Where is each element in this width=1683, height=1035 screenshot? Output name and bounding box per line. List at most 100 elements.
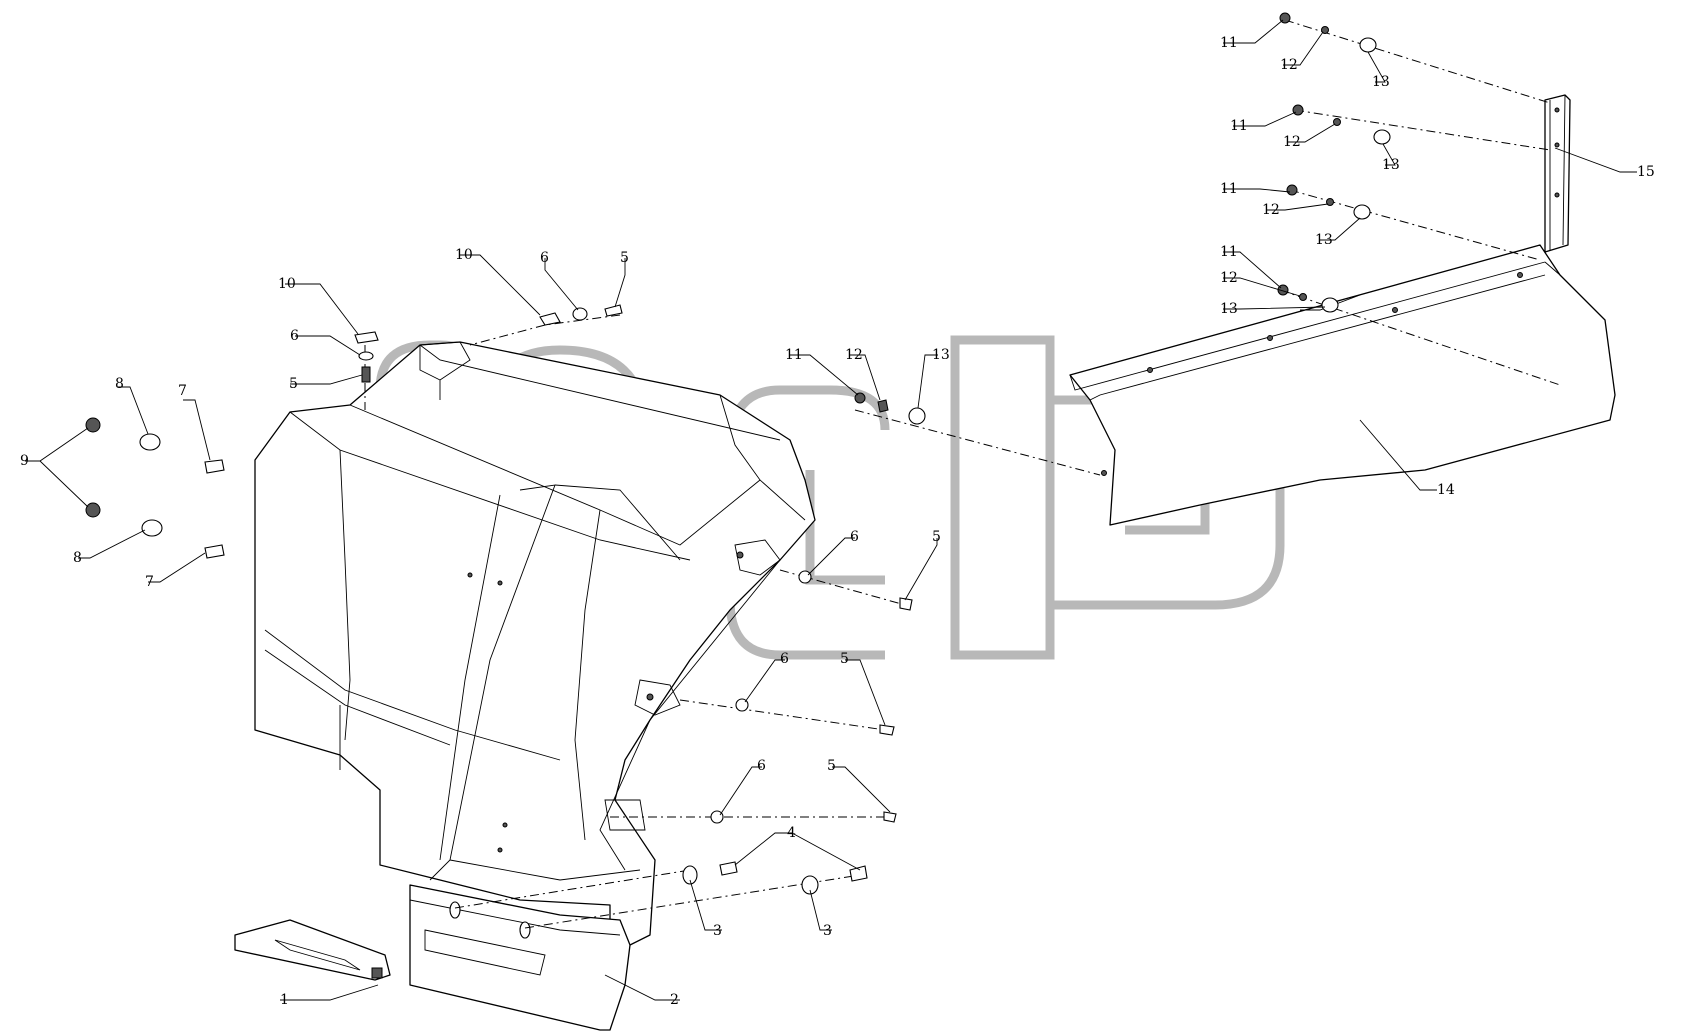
lockwasher-12-center [877,399,889,413]
leader-11e [1223,251,1282,289]
washer-13-strut-3 [1353,204,1371,220]
callout-3b: 3 [823,923,832,939]
washer-6-top-left [358,351,374,361]
leader-13c [1382,143,1396,166]
clip-10-center [539,312,561,326]
leader-lines [25,19,1637,1001]
lockwasher-12-strut-3 [1326,198,1334,206]
washer-13-strut-1 [1359,37,1377,53]
body-panel-rib-center [429,484,556,881]
leader-13e [1223,306,1326,310]
callout-6b: 6 [540,250,549,266]
panel-hole-1 [467,572,473,578]
callout-1: 1 [280,992,289,1008]
callout-12b: 12 [1280,57,1298,73]
callout-13e: 13 [1220,301,1238,317]
washer-13-strut-2 [1373,129,1391,145]
lockwasher-12-strut-1 [1321,26,1329,34]
body-panel-crease [264,629,561,770]
fender-panel-outline [1069,244,1616,526]
leader-5c [904,538,938,601]
nut-9-upper [85,417,101,433]
leader-6a [295,335,361,356]
bolt-5-top-left [361,366,371,383]
callout-9: 9 [20,453,29,469]
leader-13a [917,354,938,409]
leader-5a [290,374,363,385]
callout-12a: 12 [845,347,863,363]
washer-6-side-upper [798,570,812,584]
nut-11-strut-2 [1292,104,1304,116]
fender-hole-1 [1147,367,1153,373]
inner-panel-line [449,484,681,881]
callout-5d: 5 [840,651,849,667]
side-bracket-middle [634,679,681,716]
callout-5b: 5 [620,250,629,266]
leader-6e [719,766,762,816]
leader-1 [280,984,379,1001]
nut-11-center [854,392,866,404]
leader-15 [1554,147,1637,173]
callout-13d: 13 [1315,232,1333,248]
leader-12e [1223,277,1301,297]
body-panel-assembly [254,341,816,946]
leader-7a [183,399,211,461]
callout-5a: 5 [289,376,298,392]
leader-5e [832,766,891,813]
washer-13-center [908,407,926,425]
step-box-slot-2 [519,921,531,939]
assembly-lines [364,19,1561,929]
callout-11a: 11 [785,347,803,363]
callout-11e: 11 [1220,244,1238,260]
lower-step-box [409,884,631,1031]
leader-10b [460,254,541,316]
leader-10a [285,283,359,335]
axis-side-bracket-middle [679,699,886,731]
bolt-7-lower [204,544,225,559]
bolt-4-right [849,865,868,882]
leader-3b [809,889,832,931]
leader-12c [1288,123,1336,143]
callout-13b: 13 [1372,74,1390,90]
callout-11c: 11 [1230,118,1248,134]
leader-14 [1359,419,1437,491]
panel-hole-5 [736,551,744,559]
callout-8b: 8 [73,550,82,566]
top-bracket [419,341,471,400]
callout-6d: 6 [780,651,789,667]
callout-6a: 6 [290,328,299,344]
leader-8a [118,386,149,435]
leader-6b [544,258,579,311]
washer-3-right [801,875,819,895]
leader-8b [78,529,146,559]
leader-13d [1320,217,1361,241]
callout-15: 15 [1637,164,1655,180]
leader-4 [734,832,861,871]
callout-8a: 8 [115,376,124,392]
axis-lower-bolt-1 [454,869,691,909]
leader-12b [1283,31,1324,66]
axis-strut-top [1284,19,1551,104]
panel-hole-6 [646,693,654,701]
callout-6e: 6 [757,758,766,774]
leader-9 [25,427,89,508]
callout-14: 14 [1437,482,1455,498]
washer-3-left [682,865,698,885]
washer-6-side-lower [710,810,724,824]
callout-12e: 12 [1220,270,1238,286]
hardware [85,12,1391,895]
nut-11-strut-3 [1286,184,1298,196]
washer-6-top-center [572,307,588,321]
washer-8-upper [139,433,161,451]
vertical-strut [1544,94,1571,253]
step-box-slot-1 [449,901,461,919]
side-bracket-lower [604,799,646,831]
lockwasher-12-strut-2 [1333,118,1341,126]
strut-outline [1544,94,1571,253]
bolt-5-top-center [604,304,623,317]
callout-10b: 10 [455,247,473,263]
fender-hole-2 [1267,335,1273,341]
hinge-bracket [234,919,391,981]
leader-2 [604,974,680,1001]
